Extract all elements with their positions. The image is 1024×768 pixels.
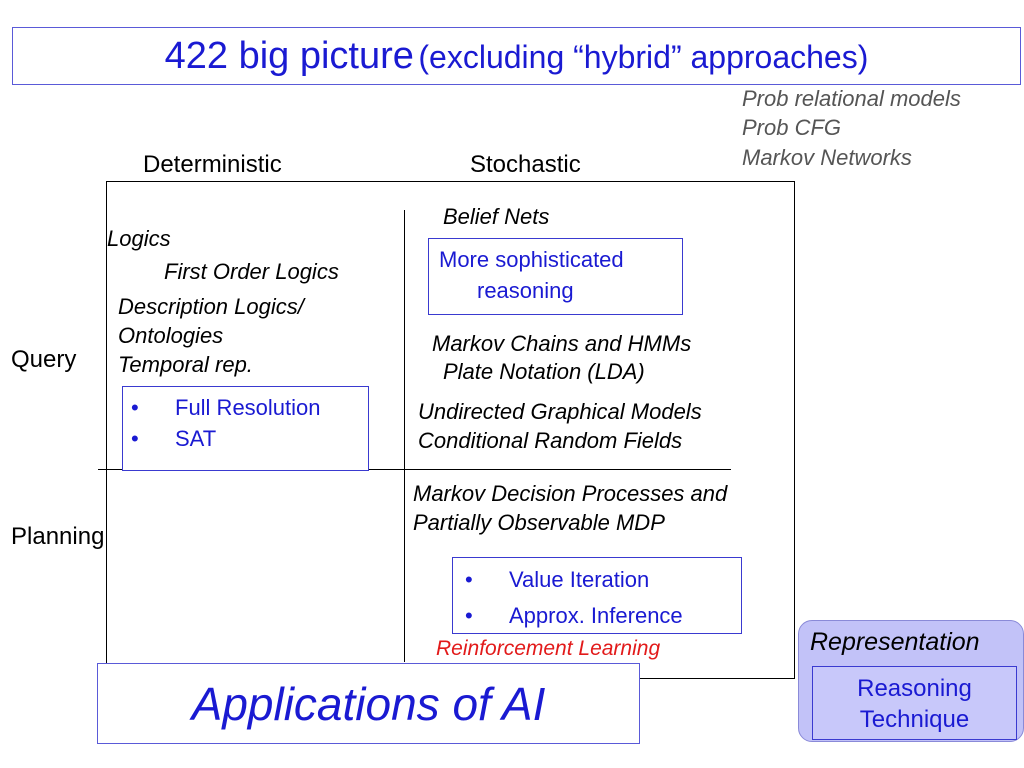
bullet-icon: •: [465, 603, 473, 628]
ontologies-label: Ontologies: [118, 323, 224, 348]
deterministic-technique-box: • Full Resolution • SAT: [122, 386, 369, 471]
legend-technique-label: Technique: [859, 706, 970, 733]
applications-label: Applications of AI: [191, 678, 546, 730]
pomdp-label: Partially Observable MDP: [413, 510, 665, 535]
belief-nets-label: Belief Nets: [443, 204, 550, 229]
markov-chains-label: Markov Chains and HMMs: [432, 331, 692, 356]
side-note-markov-networks: Markov Networks: [742, 145, 912, 170]
slide-title: 422 big picture: [164, 35, 414, 77]
horizontal-divider: [98, 469, 731, 470]
side-note-prob-cfg: Prob CFG: [742, 115, 842, 140]
bullet-icon: •: [131, 426, 139, 451]
technique-label: Full Resolution: [175, 395, 321, 420]
side-note-prob-relational: Prob relational models: [742, 86, 961, 111]
vertical-divider: [404, 210, 405, 662]
legend-reasoning-label: Reasoning: [857, 675, 972, 702]
sophisticated-reasoning-box: More sophisticated reasoning: [428, 238, 683, 315]
logics-label: Logics: [107, 226, 171, 251]
column-header-deterministic: Deterministic: [143, 151, 282, 178]
sophisticated-label-2: reasoning: [477, 278, 574, 303]
bullet-icon: •: [131, 395, 139, 420]
title-box: 422 big picture (excluding “hybrid” appr…: [12, 27, 1021, 85]
mdp-label: Markov Decision Processes and: [413, 481, 728, 506]
column-header-stochastic: Stochastic: [470, 151, 581, 178]
row-header-query: Query: [11, 346, 77, 373]
bullet-icon: •: [465, 567, 473, 592]
applications-box: Applications of AI: [97, 663, 640, 744]
description-logics-label: Description Logics/: [118, 294, 304, 319]
plate-notation-label: Plate Notation (LDA): [443, 359, 645, 384]
crf-label: Conditional Random Fields: [418, 428, 683, 453]
legend-reasoning-technique-box: Reasoning Technique: [812, 666, 1017, 740]
technique-label: SAT: [175, 426, 217, 451]
legend-representation-label: Representation: [810, 628, 980, 656]
undirected-models-label: Undirected Graphical Models: [418, 399, 702, 424]
reinforcement-learning-label: Reinforcement Learning: [436, 637, 661, 660]
first-order-logics-label: First Order Logics: [164, 259, 339, 284]
row-header-planning: Planning: [11, 523, 105, 550]
planning-technique-box: • Value Iteration • Approx. Inference: [452, 557, 742, 634]
slide-subtitle: (excluding “hybrid” approaches): [418, 39, 869, 75]
temporal-rep-label: Temporal rep.: [118, 352, 253, 377]
technique-label: Approx. Inference: [509, 603, 683, 628]
sophisticated-label-1: More sophisticated: [439, 247, 624, 272]
technique-label: Value Iteration: [509, 567, 650, 592]
